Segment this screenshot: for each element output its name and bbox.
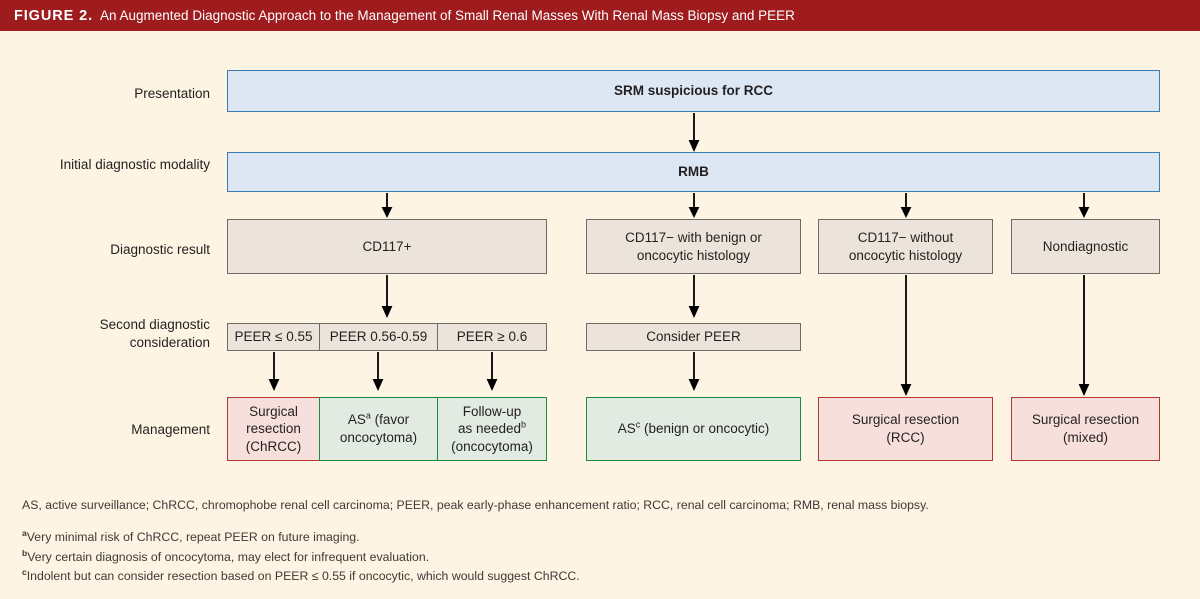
arrow-peer-mid-to-as-favor xyxy=(368,352,388,392)
node-peer-high[interactable]: PEER ≥ 0.6 xyxy=(437,323,547,351)
node-consider-peer[interactable]: Consider PEER xyxy=(586,323,801,351)
node-peer-mid[interactable]: PEER 0.56-0.59 xyxy=(319,323,438,351)
node-surgical-chrcc-line3: (ChRCC) xyxy=(245,438,302,454)
node-srm-suspicious-for-rcc[interactable]: SRM suspicious for RCC xyxy=(227,70,1160,112)
node-surgical-chrcc-line2: resection xyxy=(246,421,301,437)
footnote-c-text: Indolent but can consider resection base… xyxy=(26,569,580,584)
node-cd117-negative-benign-line1: CD117− with benign or xyxy=(625,229,762,245)
arrow-cd117-negative-benign-to-consider-peer xyxy=(684,275,704,319)
node-as-favor-line1: ASa (favor xyxy=(348,411,409,429)
node-surgical-mixed-line2: (mixed) xyxy=(1062,430,1108,445)
node-management-as-benign-or-oncocytic[interactable]: ASc (benign or oncocytic) xyxy=(586,397,801,461)
row-label-second-consideration: Second diagnostic consideration xyxy=(20,316,210,352)
footnote-c-marker: c xyxy=(22,567,27,578)
node-cd117-negative-without-line2: oncocytic histology xyxy=(848,247,963,263)
node-as-benign-suffix: (benign or oncocytic) xyxy=(640,421,770,437)
row-label-presentation: Presentation xyxy=(134,86,210,101)
footnote-c: cIndolent but can consider resection bas… xyxy=(22,567,1172,587)
figure-number-label: FIGURE 2. xyxy=(14,7,93,24)
arrow-rmb-to-cd117-negative-without xyxy=(896,193,916,219)
node-cd117-negative-without[interactable]: CD117− without oncocytic histology xyxy=(818,219,993,274)
row-label-second-consideration-line1: Second diagnostic xyxy=(99,317,210,332)
node-cd117-negative-benign[interactable]: CD117− with benign or oncocytic histolog… xyxy=(586,219,801,274)
footnote-b-marker: b xyxy=(22,547,28,558)
node-surgical-rcc-line2: (RCC) xyxy=(886,430,925,445)
arrow-cd117-positive-to-peer xyxy=(377,275,397,319)
arrow-srm-to-rmb xyxy=(684,113,704,153)
node-as-favor-suffix: (favor xyxy=(370,412,410,428)
footnote-a-marker: a xyxy=(22,527,27,538)
footnote-a: aVery minimal risk of ChRCC, repeat PEER… xyxy=(22,528,1172,548)
node-management-surgical-resection-mixed[interactable]: Surgical resection (mixed) xyxy=(1011,397,1160,461)
footnote-b: bVery certain diagnosis of oncocytoma, m… xyxy=(22,548,1172,568)
node-cd117-positive[interactable]: CD117+ xyxy=(227,219,547,274)
node-as-favor-label: AS xyxy=(347,412,366,428)
row-label-initial-modality: Initial diagnostic modality xyxy=(59,157,210,172)
arrow-consider-peer-to-as-benign xyxy=(684,352,704,392)
node-followup-line2: as neededb xyxy=(458,420,526,438)
row-label-second-consideration-line2: consideration xyxy=(129,335,210,351)
node-management-surgical-resection-chrcc[interactable]: Surgical resection (ChRCC) xyxy=(227,397,320,461)
node-cd117-negative-benign-line2: oncocytic histology xyxy=(636,247,751,263)
node-surgical-mixed-line1: Surgical resection xyxy=(1031,412,1140,428)
arrow-cd117-negative-without-to-management xyxy=(896,275,916,397)
footnote-marker-c: c xyxy=(635,419,641,430)
figure-header-bar: FIGURE 2. An Augmented Diagnostic Approa… xyxy=(0,0,1200,31)
arrow-rmb-to-cd117-negative-benign xyxy=(684,193,704,219)
node-as-benign-line1: ASc (benign or oncocytic) xyxy=(618,420,770,438)
arrow-nondiagnostic-to-management xyxy=(1074,275,1094,397)
node-surgical-chrcc-line1: Surgical xyxy=(249,403,298,419)
node-management-as-favor-oncocytoma[interactable]: ASa (favor oncocytoma) xyxy=(319,397,438,461)
footnote-b-text: Very certain diagnosis of oncocytoma, ma… xyxy=(27,549,430,564)
node-followup-label: as needed xyxy=(457,421,522,437)
row-label-management: Management xyxy=(131,422,210,437)
node-management-surgical-resection-rcc[interactable]: Surgical resection (RCC) xyxy=(818,397,993,461)
flowchart-canvas: Presentation Initial diagnostic modality… xyxy=(0,31,1200,599)
node-surgical-rcc-line1: Surgical resection xyxy=(851,412,960,428)
node-followup-line1: Follow-up xyxy=(462,403,522,419)
arrow-rmb-to-cd117-positive xyxy=(377,193,397,219)
footnote-spacer xyxy=(22,514,1172,528)
node-nondiagnostic[interactable]: Nondiagnostic xyxy=(1011,219,1160,274)
arrow-rmb-to-nondiagnostic xyxy=(1074,193,1094,219)
node-peer-low[interactable]: PEER ≤ 0.55 xyxy=(227,323,320,351)
footnote-marker-a: a xyxy=(365,410,371,421)
node-rmb[interactable]: RMB xyxy=(227,152,1160,192)
arrow-peer-high-to-followup xyxy=(482,352,502,392)
node-as-favor-line2: oncocytoma) xyxy=(339,430,418,445)
row-label-diagnostic-result: Diagnostic result xyxy=(110,242,210,257)
footnote-marker-b: b xyxy=(521,419,527,430)
node-management-followup-as-needed[interactable]: Follow-up as neededb (oncocytoma) xyxy=(437,397,547,461)
footnotes-block: AS, active surveillance; ChRCC, chromoph… xyxy=(22,497,1172,587)
arrow-peer-low-to-surgical-chrcc xyxy=(264,352,284,392)
footnote-a-text: Very minimal risk of ChRCC, repeat PEER … xyxy=(26,529,360,544)
node-as-benign-label: AS xyxy=(617,421,636,437)
figure-title: An Augmented Diagnostic Approach to the … xyxy=(100,8,795,23)
footnote-abbreviations: AS, active surveillance; ChRCC, chromoph… xyxy=(22,498,929,512)
node-followup-line3: (oncocytoma) xyxy=(451,438,533,454)
node-cd117-negative-without-line1: CD117− without xyxy=(857,229,954,245)
